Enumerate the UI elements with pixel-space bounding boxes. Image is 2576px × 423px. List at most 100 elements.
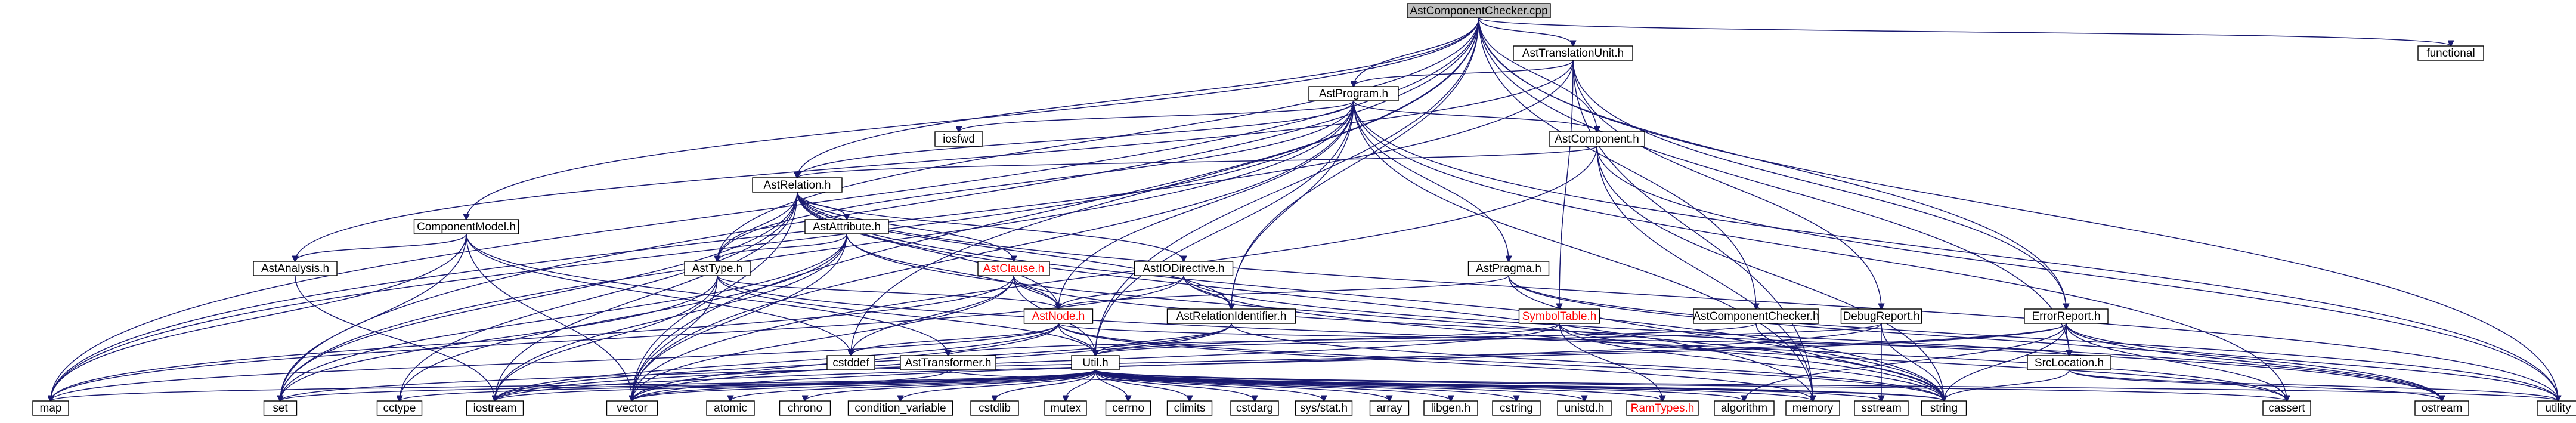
nodes-layer: AstComponentChecker.cppAstTranslationUni… [32, 3, 2576, 416]
node-cstdlib[interactable]: cstdlib [970, 400, 1019, 416]
node-SymbolTable_h[interactable]: SymbolTable.h [1518, 308, 1600, 324]
edge-Util_h-to-atomic [730, 369, 1096, 401]
node-box [1105, 400, 1151, 416]
node-box [2414, 400, 2469, 416]
node-cstring[interactable]: cstring [1492, 400, 1541, 416]
node-ComponentModel_h[interactable]: ComponentModel.h [413, 219, 519, 234]
node-ErrorReport_h[interactable]: ErrorReport.h [2024, 308, 2109, 324]
edge-AstComponent_h-to-utility [1596, 146, 2558, 401]
edge-AstIODirective_h-to-AstNode_h [1058, 275, 1184, 309]
node-DebugReport_h[interactable]: DebugReport.h [1840, 308, 1922, 324]
node-box [847, 400, 953, 416]
node-box [970, 400, 1019, 416]
node-cstdarg[interactable]: cstdarg [1230, 400, 1279, 416]
edge-Util_h-to-climits [1095, 369, 1190, 401]
node-AstComponentChecker_cpp[interactable]: AstComponentChecker.cpp [1407, 3, 1551, 18]
edge-AstType_h-to-set [280, 275, 718, 401]
node-memory[interactable]: memory [1785, 400, 1840, 416]
node-SrcLocation_h[interactable]: SrcLocation.h [2027, 355, 2111, 370]
edge-AstTranslationUnit_h-to-SymbolTable_h [1559, 60, 1574, 309]
node-set[interactable]: set [263, 400, 298, 416]
node-label: AstAttribute.h [813, 221, 881, 233]
node-AstAttribute_h[interactable]: AstAttribute.h [804, 219, 889, 234]
node-label: AstIODirective.h [1143, 263, 1224, 275]
node-chrono[interactable]: chrono [779, 400, 831, 416]
edge-AstRelation_h-to-set [280, 192, 798, 401]
node-box [1714, 400, 1775, 416]
edge-DebugReport_h-to-vector [632, 323, 1882, 401]
edge-AstRelation_h-to-AstRelationIdentifier_h [797, 192, 1231, 309]
node-label: atomic [714, 402, 747, 415]
edge-AstNode_h-to-map [51, 323, 1059, 401]
node-sstream[interactable]: sstream [1854, 400, 1909, 416]
node-iosfwd[interactable]: iosfwd [934, 131, 983, 147]
node-box [1134, 261, 1234, 276]
node-box [1369, 400, 1410, 416]
node-box [1492, 400, 1541, 416]
node-label: AstComponentChecker.h [1693, 310, 1819, 323]
edge-AstPragma_h-to-utility [1508, 275, 2558, 401]
edge-Util_h-to-chrono [805, 369, 1096, 401]
node-string[interactable]: string [1921, 400, 1967, 416]
edge-AstIODirective_h-to-ostream [1183, 275, 2442, 401]
node-condition_variable[interactable]: condition_variable [847, 400, 953, 416]
edge-SymbolTable_h-to-cassert [1559, 323, 2287, 401]
node-label: RamTypes.h [1631, 402, 1695, 415]
node-box [1071, 355, 1120, 370]
node-algorithm[interactable]: algorithm [1714, 400, 1775, 416]
edge-AstTranslationUnit_h-to-DebugReport_h [1572, 60, 1881, 309]
node-vector[interactable]: vector [606, 400, 658, 416]
edge-AstComponentChecker_cpp-to-Util_h [1095, 17, 1479, 356]
edge-AstAttribute_h-to-string [846, 233, 1944, 401]
node-ostream[interactable]: ostream [2414, 400, 2469, 416]
node-AstComponentChecker_h[interactable]: AstComponentChecker.h [1693, 308, 1819, 324]
node-iostream[interactable]: iostream [466, 400, 524, 416]
node-AstRelation_h[interactable]: AstRelation.h [752, 177, 843, 193]
node-cerrno[interactable]: cerrno [1105, 400, 1151, 416]
edge-AstComponentChecker_cpp-to-AstComponentChecker_h [1478, 17, 1756, 309]
edge-AstTranslationUnit_h-to-memory [1572, 60, 1813, 401]
node-AstType_h[interactable]: AstType.h [684, 261, 751, 276]
edge-AstComponentChecker_cpp-to-AstRelation_h [797, 17, 1479, 178]
node-box [466, 400, 524, 416]
node-AstProgram_h[interactable]: AstProgram.h [1308, 86, 1399, 101]
node-AstComponent_h[interactable]: AstComponent.h [1549, 131, 1645, 147]
edge-AstRelation_h-to-iostream [495, 192, 798, 401]
node-AstClause_h[interactable]: AstClause.h [977, 261, 1050, 276]
node-array[interactable]: array [1369, 400, 1410, 416]
edge-AstProgram_h-to-AstRelationIdentifier_h [1231, 100, 1354, 309]
edge-Util_h-to-iostream [495, 369, 1096, 401]
node-mutex[interactable]: mutex [1044, 400, 1087, 416]
node-AstTranslationUnit_h[interactable]: AstTranslationUnit.h [1513, 45, 1633, 61]
node-AstNode_h[interactable]: AstNode.h [1023, 308, 1094, 324]
edge-AstClause_h-to-vector [632, 275, 1014, 401]
edge-AstComponentChecker_cpp-to-AstProgram_h [1354, 17, 1479, 87]
node-cassert[interactable]: cassert [2262, 400, 2311, 416]
node-box [1044, 400, 1087, 416]
edge-AstClause_h-to-map [51, 275, 1014, 401]
node-climits[interactable]: climits [1166, 400, 1213, 416]
node-libgen_h[interactable]: libgen.h [1423, 400, 1478, 416]
node-AstTransformer_h[interactable]: AstTransformer.h [900, 355, 996, 370]
node-label: SrcLocation.h [2035, 357, 2104, 369]
node-AstRelationIdentifier_h[interactable]: AstRelationIdentifier.h [1166, 308, 1296, 324]
node-cctype[interactable]: cctype [376, 400, 423, 416]
node-unistd_h[interactable]: unistd.h [1557, 400, 1612, 416]
node-map[interactable]: map [32, 400, 69, 416]
node-cstddef[interactable]: cstddef [826, 355, 875, 370]
node-sys_stat_h[interactable]: sys/stat.h [1295, 400, 1353, 416]
node-Util_h[interactable]: Util.h [1071, 355, 1120, 370]
node-label: array [1376, 402, 1402, 415]
node-RamTypes_h[interactable]: RamTypes.h [1626, 400, 1699, 416]
edge-Util_h-to-map [51, 369, 1096, 401]
node-utility[interactable]: utility [2537, 400, 2576, 416]
node-AstPragma_h[interactable]: AstPragma.h [1467, 261, 1550, 276]
node-functional[interactable]: functional [2417, 45, 2484, 61]
node-atomic[interactable]: atomic [706, 400, 755, 416]
node-box [1626, 400, 1699, 416]
edge-Util_h-to-cstring [1095, 369, 1516, 401]
edge-AstClause_h-to-cstddef [851, 275, 1014, 356]
node-AstIODirective_h[interactable]: AstIODirective.h [1134, 261, 1234, 276]
node-AstAnalysis_h[interactable]: AstAnalysis.h [253, 261, 338, 276]
